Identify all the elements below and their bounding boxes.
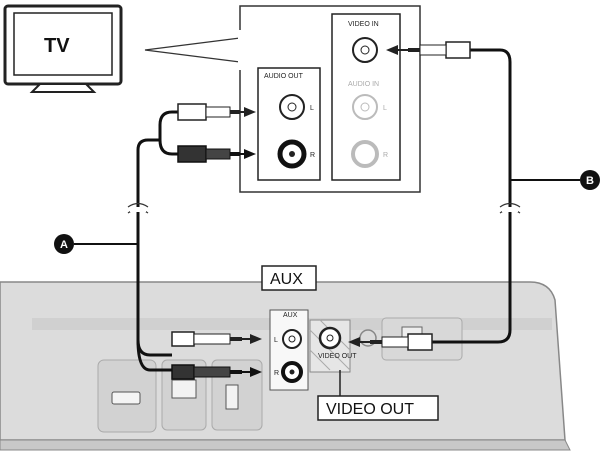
tv-audio-in-right-marker: R <box>383 152 388 159</box>
cable-a-badge: A <box>54 234 138 254</box>
usb-port <box>225 384 239 410</box>
tv-icon: TV <box>3 4 123 93</box>
cable-a-audio <box>127 103 262 380</box>
tv-side-video-plug <box>386 41 471 59</box>
aux-small-label: AUX <box>283 312 298 319</box>
tv-audio-out-right-marker: R <box>310 152 315 159</box>
aux-callout-label: AUX <box>270 271 303 288</box>
aux-right-marker: R <box>274 370 279 377</box>
tv-audio-out-label: AUDIO OUT <box>264 73 304 80</box>
tv-audio-in-left-marker: L <box>383 105 387 112</box>
video-out-small-label: VIDEO OUT <box>318 353 357 360</box>
tv-audio-in-right-jack <box>351 140 379 168</box>
unit-side-audio-plug-right <box>171 364 262 380</box>
tv-rear-panel: AUDIO OUT L R VIDEO IN AUDIO IN L R <box>144 5 421 193</box>
tv-side-audio-plug-left <box>177 103 256 121</box>
cable-b-label: B <box>586 175 594 187</box>
cable-b-badge: B <box>510 170 600 190</box>
tv-side-audio-plug-right <box>177 145 256 163</box>
main-unit: AUX L R VIDEO OUT AUX VIDEO OUT <box>0 265 571 451</box>
aux-left-marker: L <box>274 337 278 344</box>
lan-port <box>171 379 197 399</box>
video-out-callout-box <box>317 395 439 421</box>
unit-side-video-plug <box>348 333 433 351</box>
aux-callout-box <box>261 265 317 291</box>
tv-audio-in-label: AUDIO IN <box>348 81 379 88</box>
tv-label: TV <box>44 35 70 57</box>
video-out-callout-label: VIDEO OUT <box>326 401 414 418</box>
hdmi-port <box>111 391 141 405</box>
tv-video-in-label: VIDEO IN <box>348 21 379 28</box>
cable-a-label: A <box>60 239 68 251</box>
cable-b-video <box>348 41 521 351</box>
tv-audio-out-left-marker: L <box>310 105 314 112</box>
unit-side-audio-plug-left <box>171 331 262 347</box>
